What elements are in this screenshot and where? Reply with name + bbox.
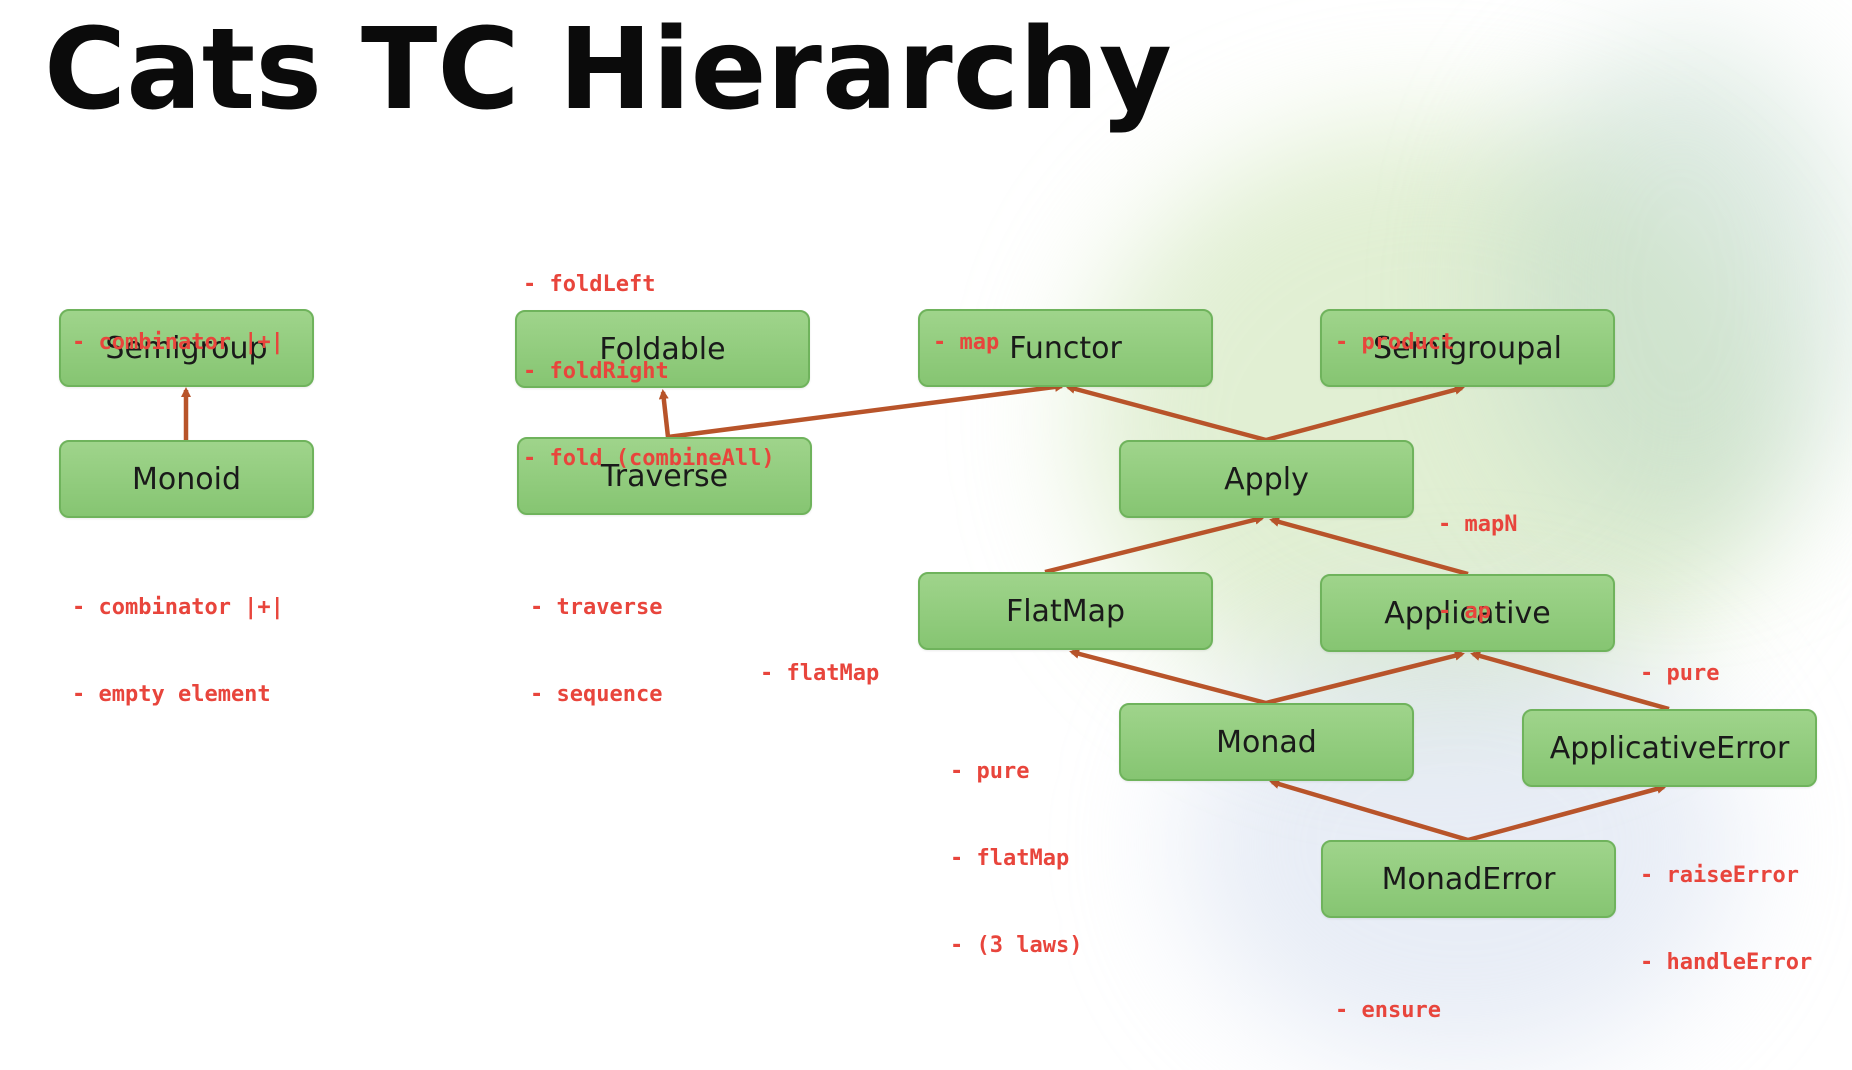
note-monad-error: - ensure (1335, 938, 1441, 1054)
note-line: - empty element (72, 682, 271, 707)
arrow-monaderror-monad (1269, 779, 1469, 843)
arrow-applicative-apply (1269, 517, 1469, 577)
arrow-apply-functor (1065, 383, 1267, 443)
node-apply: Apply (1119, 440, 1414, 518)
note-traverse: - traverse - sequence (530, 535, 662, 738)
note-line: - combinator |+| (72, 595, 284, 620)
node-flatmap: FlatMap (918, 572, 1213, 650)
node-semigroup: Semigroup (59, 309, 314, 387)
arrow-traverse-functor (667, 381, 1065, 440)
note-line: - ensure (1335, 998, 1441, 1023)
note-line: - handleError (1640, 950, 1813, 975)
note-flatmap: - flatMap (760, 601, 879, 717)
arrow-applicativeerror-applicative (1470, 651, 1670, 712)
note-line: - raiseError (1640, 863, 1799, 888)
note-line: - (3 laws) (950, 933, 1083, 958)
node-traverse: Traverse (517, 437, 812, 515)
node-applicative: Applicative (1320, 574, 1615, 652)
note-apply: - mapN - ap (1438, 452, 1517, 655)
arrow-monaderror-applicativeerror (1467, 784, 1667, 843)
note-applicative-error: - raiseError - handleError (1640, 803, 1812, 1006)
note-line: - fold (combineAll) (523, 446, 775, 471)
arrow-traverse-foldable (658, 389, 671, 438)
note-monad: - pure - flatMap - (3 laws) (950, 699, 1082, 989)
node-applicative-error: ApplicativeError (1522, 709, 1817, 787)
note-line: - pure (950, 759, 1030, 784)
note-line: - combinator |+| (72, 330, 284, 355)
node-monad: Monad (1119, 703, 1414, 781)
node-monad-error: MonadError (1321, 840, 1616, 918)
note-semigroup: - combinator |+| (72, 270, 284, 386)
note-line: - mapN (1438, 512, 1518, 537)
arrow-flatmap-apply (1044, 514, 1265, 575)
note-line: - traverse (530, 595, 663, 620)
note-line: - ap (1438, 599, 1491, 624)
note-line: - product (1335, 330, 1455, 355)
note-functor: - map (933, 270, 999, 386)
arrow-monad-applicative (1265, 650, 1465, 706)
note-foldable: - foldLeft - foldRight - fold (combineAl… (523, 212, 775, 502)
node-semigroupal: Semigroupal (1320, 309, 1615, 387)
arrow-apply-semigroupal (1265, 384, 1465, 443)
arrow-monad-flatmap (1069, 648, 1267, 706)
note-line: - flatMap (760, 661, 880, 686)
note-applicative: - pure (1640, 601, 1719, 717)
note-line: - sequence (530, 682, 663, 707)
node-monoid: Monoid (59, 440, 314, 518)
note-line: - pure (1640, 661, 1720, 686)
page-title: Cats TC Hierarchy (44, 5, 1172, 135)
node-foldable: Foldable (515, 310, 810, 388)
note-line: - foldRight (523, 359, 669, 384)
node-functor: Functor (918, 309, 1213, 387)
note-semigroupal: - product (1335, 270, 1454, 386)
note-line: - map (933, 330, 1000, 355)
note-monoid: - combinator |+| - empty element (72, 535, 284, 738)
note-line: - flatMap (950, 846, 1070, 871)
note-line: - foldLeft (523, 272, 656, 297)
